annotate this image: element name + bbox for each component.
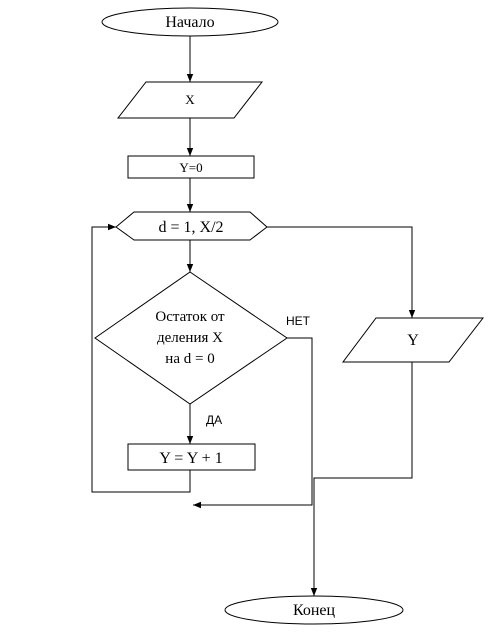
init-label: Y=0 bbox=[179, 160, 202, 175]
no-branch-label: НЕТ bbox=[286, 314, 311, 328]
input-parallelogram: X bbox=[116, 81, 264, 119]
start-terminator: Начало bbox=[101, 7, 279, 37]
arrow-loop-exit-to-output bbox=[267, 226, 416, 318]
condition-line-3: на d = 0 bbox=[165, 351, 214, 367]
condition-line-1: Остаток от bbox=[155, 309, 225, 325]
loop-label: d = 1, X/2 bbox=[158, 219, 223, 236]
output-label: Y bbox=[407, 332, 419, 349]
end-terminator: Конец bbox=[224, 595, 404, 625]
output-parallelogram: Y bbox=[342, 317, 485, 363]
arrow-output-to-end bbox=[310, 362, 413, 596]
condition-line-2: деления X bbox=[157, 330, 223, 346]
increment-process: Y = Y + 1 bbox=[127, 443, 256, 471]
end-label: Конец bbox=[293, 602, 336, 619]
arrow-condition-no-to-merge bbox=[193, 337, 313, 509]
increment-label: Y = Y + 1 bbox=[159, 450, 222, 467]
yes-branch-label: ДА bbox=[206, 413, 222, 427]
input-label: X bbox=[185, 92, 195, 107]
loop-hexagon: d = 1, X/2 bbox=[115, 211, 268, 241]
connectors bbox=[91, 36, 416, 596]
start-label: Начало bbox=[165, 14, 214, 31]
init-process: Y=0 bbox=[127, 155, 255, 179]
condition-diamond: Остаток от деления X на d = 0 bbox=[94, 271, 288, 405]
arrow-increment-back-to-loop bbox=[91, 223, 191, 493]
